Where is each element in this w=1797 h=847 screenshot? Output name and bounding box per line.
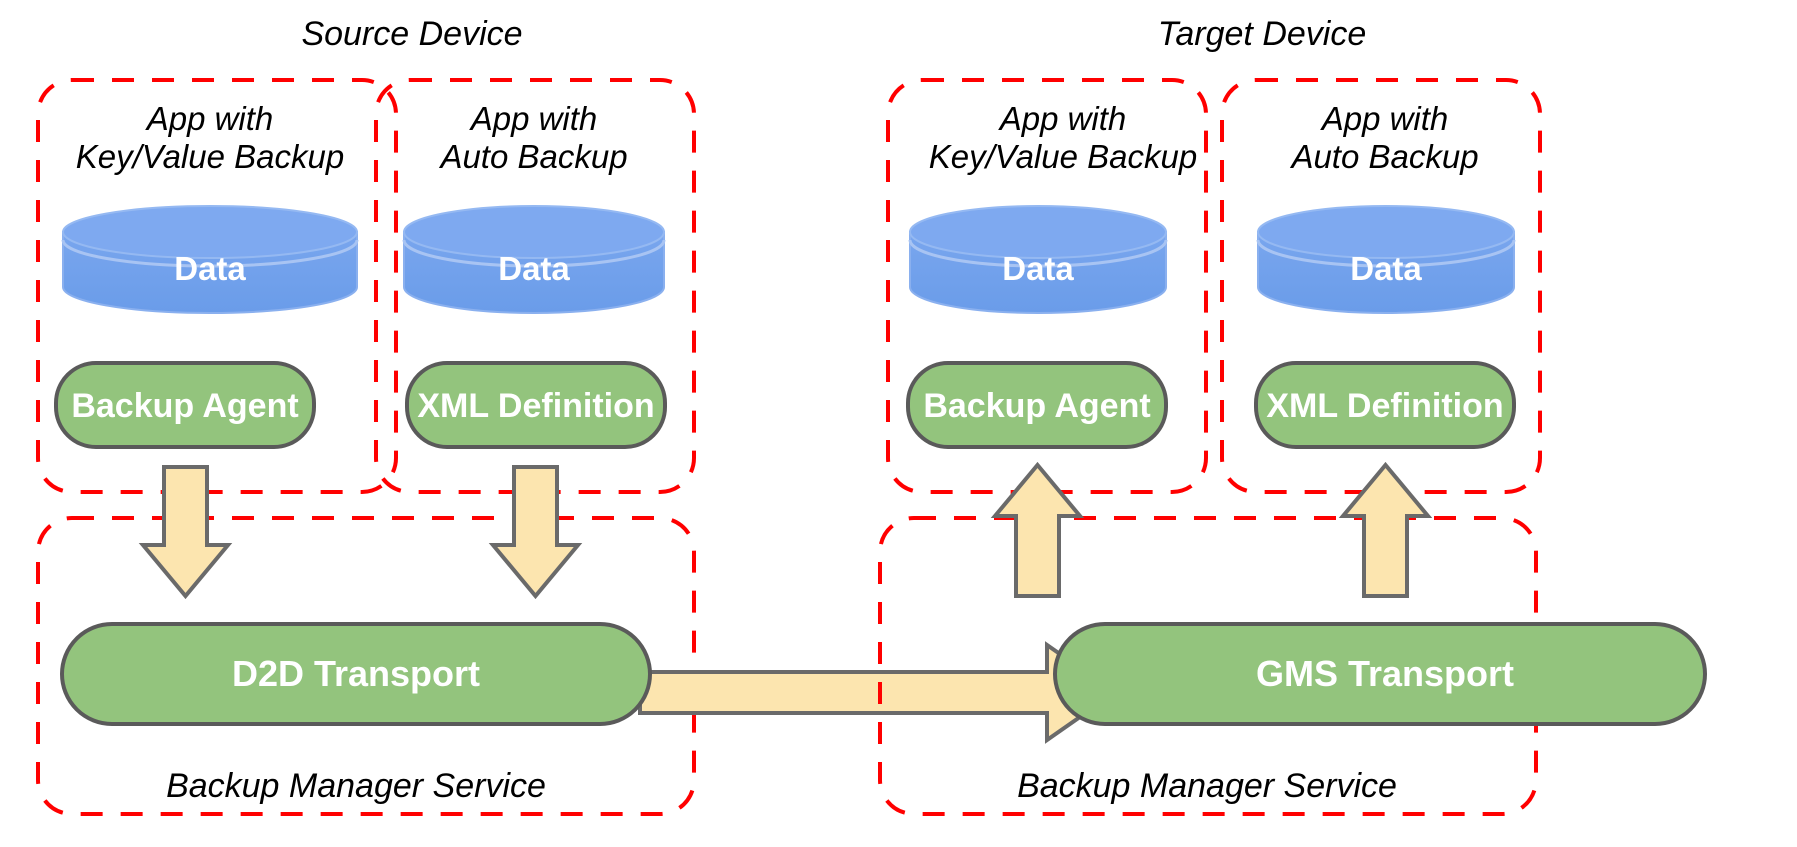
source-transport-label: D2D Transport <box>232 653 480 694</box>
source-key-value-data-label: Data <box>174 250 246 287</box>
source-key-value-component-label: Backup Agent <box>71 387 298 425</box>
source-key-value-app-title-line1: App with <box>145 100 274 137</box>
target-auto-app-title-line1: App with <box>1320 100 1449 137</box>
target-key-value-data-cylinder: Data <box>908 205 1168 314</box>
target-key-value-app-title-line2: Key/Value Backup <box>929 138 1197 175</box>
arrow-transport-right-icon <box>638 641 1119 744</box>
arrow-target-auto-up-icon <box>1338 461 1433 598</box>
arrow-source-key-value-down-icon <box>138 465 233 600</box>
target-auto-app-title-line2: Auto Backup <box>1289 138 1478 175</box>
target-auto-data-cylinder: Data <box>1256 205 1516 314</box>
target-key-value-component: Backup Agent <box>906 361 1168 449</box>
source-key-value-data-cylinder: Data <box>61 205 359 314</box>
source-auto-component: XML Definition <box>405 361 667 449</box>
source-key-value-app-title-line2: Key/Value Backup <box>76 138 344 175</box>
target-key-value-app-title-line1: App with <box>998 100 1127 137</box>
target-device-title: Target Device <box>1158 15 1367 53</box>
source-auto-app-title-line1: App with <box>469 100 598 137</box>
source-auto-app-title-line2: Auto Backup <box>438 138 627 175</box>
source-backup-manager-service-label: Backup Manager Service <box>166 767 546 805</box>
target-auto-data-label: Data <box>1350 250 1422 287</box>
arrow-source-auto-down-icon <box>488 465 583 600</box>
source-backup-manager-service-container <box>36 516 696 816</box>
target-key-value-component-label: Backup Agent <box>923 387 1150 425</box>
source-key-value-component: Backup Agent <box>54 361 316 449</box>
target-transport-label: GMS Transport <box>1256 653 1514 694</box>
source-auto-data-label: Data <box>498 250 570 287</box>
source-auto-component-label: XML Definition <box>417 387 654 425</box>
target-key-value-data-label: Data <box>1002 250 1074 287</box>
target-backup-manager-service-label: Backup Manager Service <box>1017 767 1397 805</box>
target-backup-manager-service-container <box>878 516 1538 816</box>
source-key-value-app-container <box>36 78 398 494</box>
source-device-title: Source Device <box>301 15 522 53</box>
arrow-target-key-value-up-icon <box>990 461 1085 598</box>
target-auto-component-label: XML Definition <box>1266 387 1503 425</box>
source-transport: D2D Transport <box>60 622 652 726</box>
source-auto-app-container <box>374 78 696 494</box>
target-transport: GMS Transport <box>1053 622 1707 726</box>
source-auto-data-cylinder: Data <box>402 205 666 314</box>
target-auto-component: XML Definition <box>1254 361 1516 449</box>
target-auto-app-container <box>1220 78 1542 494</box>
target-key-value-app-container <box>886 78 1208 494</box>
